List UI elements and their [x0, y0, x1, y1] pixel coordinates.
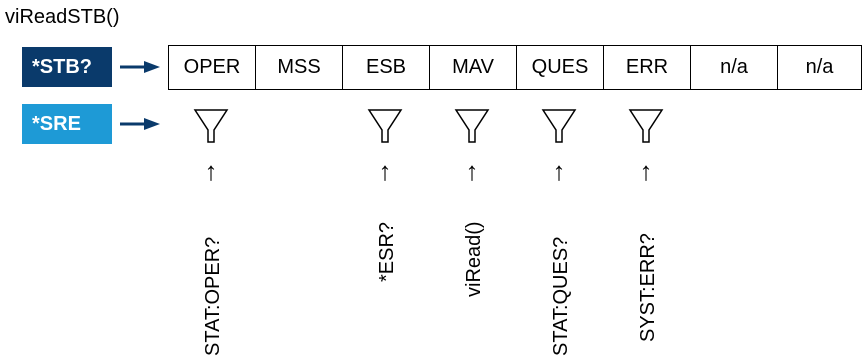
sre-arrow-icon [120, 118, 160, 130]
up-arrow-icon: ↑ [378, 156, 392, 186]
source-mav: viRead() [463, 221, 485, 297]
up-arrow-icon: ↑ [552, 156, 566, 186]
funnel-icon [541, 109, 577, 143]
register-bit-mav: MAV [430, 46, 517, 89]
source-esb: *ESR? [376, 221, 398, 282]
register-bit-err: ERR [604, 46, 691, 89]
status-byte-register: OPER MSS ESB MAV QUES ERR n/a n/a [168, 45, 862, 90]
stb-arrow-icon [120, 61, 160, 73]
up-arrow-icon: ↑ [639, 156, 653, 186]
funnel-icon [193, 109, 229, 143]
register-bit-mss: MSS [256, 46, 343, 89]
register-bit-ques: QUES [517, 46, 604, 89]
source-ques: STAT:QUES? [550, 236, 572, 356]
register-bit-na-2: n/a [778, 46, 862, 89]
funnel-icon [454, 109, 490, 143]
diagram-title: viReadSTB() [5, 6, 120, 28]
sre-label: *SRE [22, 104, 112, 144]
source-oper: STAT:OPER? [202, 236, 224, 356]
source-err: SYST:ERR? [637, 233, 659, 342]
register-bit-oper: OPER [169, 46, 256, 89]
funnel-icon [367, 109, 403, 143]
stb-label: *STB? [22, 47, 112, 87]
register-bit-esb: ESB [343, 46, 430, 89]
register-bit-na-1: n/a [691, 46, 778, 89]
up-arrow-icon: ↑ [204, 156, 218, 186]
up-arrow-icon: ↑ [465, 156, 479, 186]
funnel-icon [628, 109, 664, 143]
